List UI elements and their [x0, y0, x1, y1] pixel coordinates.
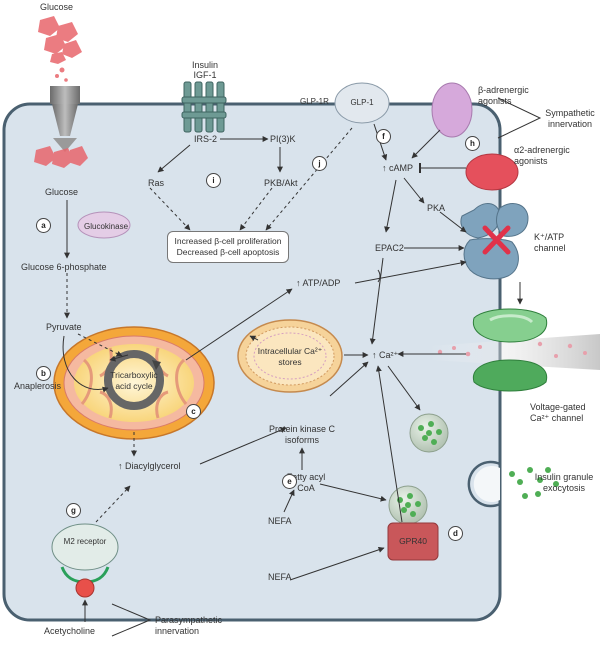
label-m2-receptor: M2 receptor: [63, 537, 107, 546]
arrow-pkc-to-ca: [329, 361, 369, 397]
outcome-apoptosis: Decreased β-cell apoptosis: [176, 247, 280, 257]
label-insulin: Insulin: [191, 60, 219, 70]
label-alpha2-adrenergic-agonists: α2-adrenergic agonists: [514, 145, 570, 166]
voltage-gated-calcium-channel: [472, 308, 548, 392]
sympathetic-bracket: [497, 97, 542, 139]
label-vgcc: Voltage-gated Ca²⁺ channel: [530, 402, 586, 423]
tca-cycle-ring: [104, 350, 164, 410]
arrow-atp-to-katp: [354, 260, 467, 284]
label-glucose-extracellular: Glucose: [40, 2, 74, 12]
label-glucose-intracellular: Glucose: [45, 187, 79, 197]
arrow-camp-to-pka: [403, 177, 425, 204]
insulin-granule-exocytosis: [467, 460, 559, 508]
label-tca-cycle: Tricarboxylic acid cycle: [110, 370, 158, 391]
crossing-hop-1: [377, 269, 381, 283]
intracellular-calcium-stores: [237, 319, 343, 393]
label-parasympathetic-innervation: Parasympathetic innervation: [155, 615, 223, 636]
arrow-dag-to-pkc: [199, 427, 287, 465]
arrow-stores-extra: [249, 335, 259, 342]
glp1-receptor: [334, 82, 390, 124]
arrow-epac2-to-ca: [369, 257, 384, 345]
marker-f: f: [376, 129, 391, 144]
arrow-irs2-to-ras: [157, 144, 191, 173]
marker-c: c: [186, 404, 201, 419]
arrow-pkb-to-outcome: [239, 187, 273, 231]
label-camp: ↑ cAMP: [382, 163, 414, 173]
marker-h: h: [465, 136, 480, 151]
label-beta-adrenergic-agonists: β-adrenergic agonists: [478, 85, 529, 106]
arrow-pyruvate-to-tca: [77, 333, 123, 357]
label-nefa-intracellular: NEFA: [268, 516, 292, 526]
marker-d: d: [448, 526, 463, 541]
glucokinase-enzyme: [77, 211, 131, 239]
label-glucose-6-phosphate: Glucose 6-phosphate: [21, 262, 107, 272]
label-acetylcholine: Acetycholine: [44, 626, 96, 636]
outcome-proliferation: Increased β-cell proliferation: [174, 236, 282, 246]
label-exocytosis: Insulin granule exocytosis: [534, 472, 594, 493]
label-glp1: GLP-1: [350, 98, 374, 107]
calcium-ions: [437, 341, 587, 358]
arrow-anaplerosis-curve: [62, 335, 109, 393]
katp-closed-cross-icon: [482, 225, 511, 255]
marker-g: g: [66, 503, 81, 518]
label-pkb-akt: PKB/Akt: [264, 178, 298, 188]
label-igf1: IGF-1: [193, 70, 217, 80]
gpr40-receptor: [387, 522, 439, 561]
insulin-granule-1: [409, 413, 449, 453]
label-anaplerosis: Anaplerosis: [14, 381, 62, 391]
arrow-ca-to-granule: [387, 365, 421, 411]
mitochondrion: [53, 326, 215, 440]
glucose-molecules-inside: [34, 146, 88, 168]
marker-i: i: [206, 173, 221, 188]
arrow-camp-to-epac2: [384, 179, 397, 233]
label-calcium-stores: Intracellular Ca²⁺ stores: [257, 346, 323, 367]
arrow-nefa-to-fattyacyl: [283, 489, 295, 513]
arrow-pka-to-katp: [439, 211, 467, 233]
outcome-box: Increased β-cell proliferation Decreased…: [167, 231, 289, 263]
label-pi3k: PI(3)K: [270, 134, 296, 144]
label-atp-adp: ↑ ATP/ADP: [296, 278, 341, 288]
label-sympathetic-innervation: Sympathetic innervation: [545, 108, 595, 129]
label-calcium: ↑ Ca²⁺: [372, 350, 399, 360]
arrow-fattyacyl-to-granule: [319, 483, 387, 502]
label-glucokinase: Glucokinase: [84, 222, 129, 231]
label-pyruvate: Pyruvate: [46, 322, 82, 332]
label-gpr40: GPR40: [399, 536, 427, 546]
label-katp-channel: K⁺/ATP channel: [534, 232, 566, 253]
arrow-m2-to-dag: [95, 485, 131, 523]
calcium-influx-beam: [430, 334, 600, 370]
insulin-granule-2: [388, 485, 428, 525]
arrow-gpr40-to-ca: [375, 365, 403, 523]
arrow-tca-to-atp: [185, 288, 293, 361]
arrow-ras-to-outcome: [149, 187, 191, 231]
arrow-nefa-to-gpr40: [289, 546, 385, 581]
glucose-molecules-outside: [38, 16, 82, 82]
alpha2-adrenergic-receptor: [465, 153, 519, 191]
label-diacylglycerol: ↑ Diacylglycerol: [118, 461, 181, 471]
label-epac2: EPAC2: [375, 243, 404, 253]
marker-e: e: [282, 474, 297, 489]
m2-receptor: [51, 523, 119, 598]
label-pka: PKA: [427, 203, 446, 213]
label-fatty-acyl-coa: Fatty acyl CoA: [286, 472, 326, 493]
arrow-glp1-to-outcome: [265, 127, 353, 231]
beta-adrenergic-receptor: [431, 82, 473, 138]
insulin-receptor: [181, 81, 227, 133]
label-pkc-isoforms: Protein kinase C isoforms: [268, 424, 336, 445]
label-glp1r: GLP-1R: [300, 97, 329, 106]
label-irs2: IRS-2: [194, 134, 218, 144]
marker-a: a: [36, 218, 51, 233]
glucose-transporter: [50, 86, 80, 152]
label-nefa-extracellular: NEFA: [268, 572, 292, 582]
marker-b: b: [36, 366, 51, 381]
parasympathetic-bracket: [111, 603, 152, 637]
label-ras: Ras: [148, 178, 165, 188]
arrow-beta-to-camp: [411, 129, 441, 159]
arrow-anaplerosis: [109, 354, 129, 362]
marker-j: j: [312, 156, 327, 171]
